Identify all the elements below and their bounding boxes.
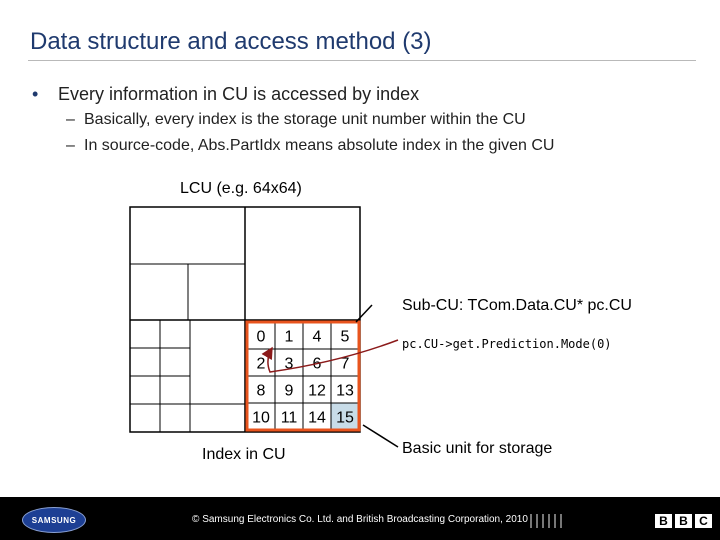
storage-label: Basic unit for storage	[402, 440, 553, 457]
bbc-letter: C	[695, 514, 712, 528]
index-cell	[302, 375, 332, 404]
dash-marker: –	[66, 111, 75, 128]
index-label: Index in CU	[202, 446, 286, 463]
index-value: 4	[313, 329, 322, 346]
footer-stripes-icon	[530, 514, 562, 528]
index-cell	[330, 321, 360, 350]
main-bullet-text: Every information in CU is accessed by i…	[58, 84, 420, 104]
bullet-dot: •	[32, 84, 39, 104]
index-value: 11	[281, 410, 298, 427]
index-value: 5	[341, 329, 350, 346]
lcu-label: LCU (e.g. 64x64)	[180, 180, 302, 197]
footer-bar: SAMSUNG © Samsung Electronics Co. Ltd. a…	[0, 497, 720, 540]
index-value: 1	[285, 329, 294, 346]
index-value: 9	[285, 383, 294, 400]
index-value: 2	[257, 356, 266, 373]
dash-marker: –	[66, 137, 75, 154]
sub-bullet-text: In source-code, Abs.PartIdx means absolu…	[84, 137, 555, 154]
subcu-pointer	[355, 304, 373, 323]
subcu-highlight-border	[245, 320, 361, 432]
index-cell	[330, 348, 360, 377]
code-label: pc.CU->get.Prediction.Mode(0)	[402, 337, 612, 351]
index-cell	[274, 321, 304, 350]
subcu-label: Sub-CU: TCom.Data.CU* pc.CU	[402, 297, 632, 314]
index-cell	[274, 348, 304, 377]
index-value: 15	[336, 410, 354, 427]
bbc-letter: B	[655, 514, 672, 528]
index-value: 12	[308, 383, 326, 400]
bbc-letter: B	[675, 514, 692, 528]
index-value: 8	[257, 383, 266, 400]
sub-bullet-text: Basically, every index is the storage un…	[84, 111, 526, 128]
title-divider	[28, 60, 696, 61]
index-value: 0	[257, 329, 266, 346]
main-bullet: • Every information in CU is accessed by …	[32, 84, 419, 105]
slide-title: Data structure and access method (3)	[30, 28, 432, 55]
index-value: 10	[252, 410, 270, 427]
sub-bullet-1: –Basically, every index is the storage u…	[66, 111, 526, 129]
storage-pointer	[362, 424, 399, 448]
code-arrow	[261, 339, 399, 373]
index-cell	[302, 348, 332, 377]
sub-bullet-2: –In source-code, Abs.PartIdx means absol…	[66, 137, 554, 155]
index-value: 3	[285, 356, 294, 373]
footer-copyright: © Samsung Electronics Co. Ltd. and Briti…	[192, 514, 528, 525]
index-value: 13	[336, 383, 354, 400]
bbc-logo: B B C	[655, 514, 712, 528]
index-cell	[246, 321, 276, 350]
index-cell	[274, 375, 304, 404]
index-value: 14	[308, 410, 326, 427]
index-value: 7	[341, 356, 350, 373]
samsung-logo: SAMSUNG	[22, 507, 86, 533]
